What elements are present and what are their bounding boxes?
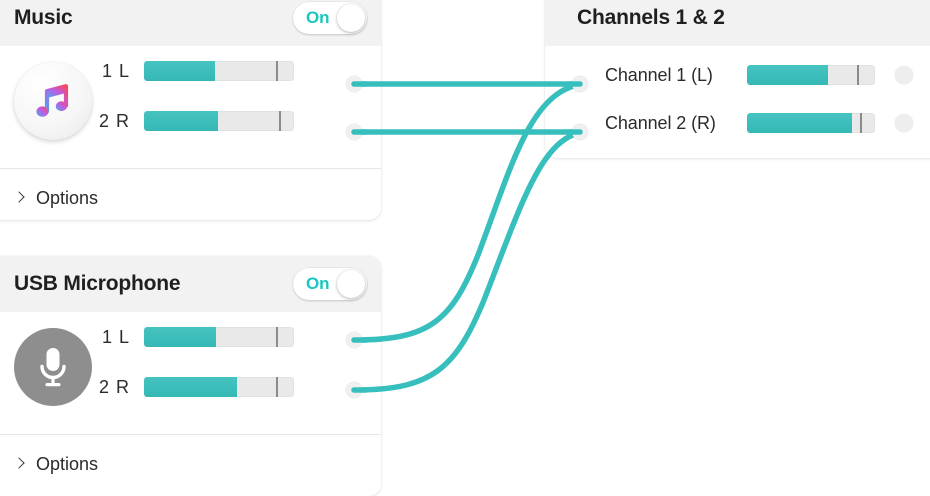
- mic-title: USB Microphone: [14, 272, 181, 295]
- music-power-toggle[interactable]: On: [293, 2, 367, 34]
- meter-tick: [276, 61, 278, 81]
- meter-tick: [276, 377, 278, 397]
- mic-toggle-knob[interactable]: [337, 270, 365, 298]
- mic-card-header: USB Microphone On: [0, 256, 381, 312]
- cable-mic-2r-to-channel-2: [353, 129, 585, 393]
- music-card-body: 1 L 2 R: [0, 46, 381, 158]
- meter-tick: [859, 113, 862, 133]
- meter-fill: [144, 377, 237, 397]
- music-level-meter-1l[interactable]: [144, 61, 294, 81]
- music-divider: [0, 168, 381, 169]
- music-meter-label-1l: 1 L: [101, 60, 130, 81]
- mic-meter-row-1l[interactable]: 1 L: [96, 326, 294, 348]
- port-music-2r[interactable]: [346, 124, 362, 140]
- channel-1-indicator[interactable]: [895, 66, 913, 84]
- channel-row-1[interactable]: Channel 1 (L): [605, 64, 913, 86]
- mic-power-toggle[interactable]: On: [293, 268, 367, 300]
- music-card-header: Music On: [0, 0, 381, 46]
- channel-row-2[interactable]: Channel 2 (R): [605, 112, 913, 134]
- music-options-row[interactable]: Options: [14, 184, 98, 212]
- source-card-music: Music On: [0, 0, 381, 220]
- meter-tick: [276, 327, 278, 347]
- music-options-label: Options: [36, 187, 99, 208]
- meter-fill: [144, 111, 218, 131]
- music-title: Music: [14, 6, 73, 29]
- mic-options-label: Options: [36, 453, 99, 474]
- meter-tick: [857, 65, 860, 85]
- port-mic-1l[interactable]: [346, 332, 362, 348]
- channel-1-label: Channel 1 (L): [605, 64, 713, 85]
- channel-1-level-meter[interactable]: [747, 65, 875, 85]
- port-music-1l[interactable]: [346, 76, 362, 92]
- meter-tick: [279, 111, 281, 131]
- meter-fill: [747, 113, 852, 133]
- mic-level-meter-2r[interactable]: [144, 377, 294, 397]
- port-mic-2r[interactable]: [346, 382, 362, 398]
- meter-fill: [747, 65, 828, 85]
- music-toggle-label: On: [306, 8, 330, 27]
- channel-2-label: Channel 2 (R): [605, 112, 716, 133]
- channels-card-header: Channels 1 & 2: [545, 0, 930, 46]
- music-note-icon: [14, 62, 92, 140]
- chevron-right-icon: [14, 192, 26, 204]
- music-toggle-knob[interactable]: [337, 4, 365, 32]
- channel-2-level-meter[interactable]: [747, 113, 875, 133]
- mic-meter-row-2r[interactable]: 2 R: [96, 376, 294, 398]
- meter-fill: [144, 327, 216, 347]
- mic-level-meter-1l[interactable]: [144, 327, 294, 347]
- mic-card-body: 1 L 2 R: [0, 312, 381, 424]
- channels-title: Channels 1 & 2: [577, 6, 725, 29]
- microphone-icon: [14, 328, 92, 406]
- channel-2-indicator[interactable]: [895, 114, 913, 132]
- mic-toggle-label: On: [306, 274, 330, 293]
- mic-meter-label-2r: 2 R: [98, 376, 130, 397]
- output-card-channels: Channels 1 & 2 Channel 1 (L) Channel 2 (…: [545, 0, 930, 158]
- routing-canvas: Music On: [0, 0, 930, 480]
- music-meter-row-2r[interactable]: 2 R: [96, 110, 294, 132]
- port-channel-1[interactable]: [572, 76, 588, 92]
- meter-fill: [144, 61, 215, 81]
- mic-meter-label-1l: 1 L: [101, 326, 130, 347]
- source-card-usb-microphone: USB Microphone On 1 L: [0, 256, 381, 496]
- channels-card-body: Channel 1 (L) Channel 2 (R): [545, 46, 930, 158]
- music-level-meter-2r[interactable]: [144, 111, 294, 131]
- chevron-right-icon: [14, 458, 26, 470]
- music-meter-row-1l[interactable]: 1 L: [96, 60, 294, 82]
- music-meter-label-2r: 2 R: [98, 110, 130, 131]
- mic-options-row[interactable]: Options: [14, 450, 98, 478]
- mic-divider: [0, 434, 381, 435]
- port-channel-2[interactable]: [572, 124, 588, 140]
